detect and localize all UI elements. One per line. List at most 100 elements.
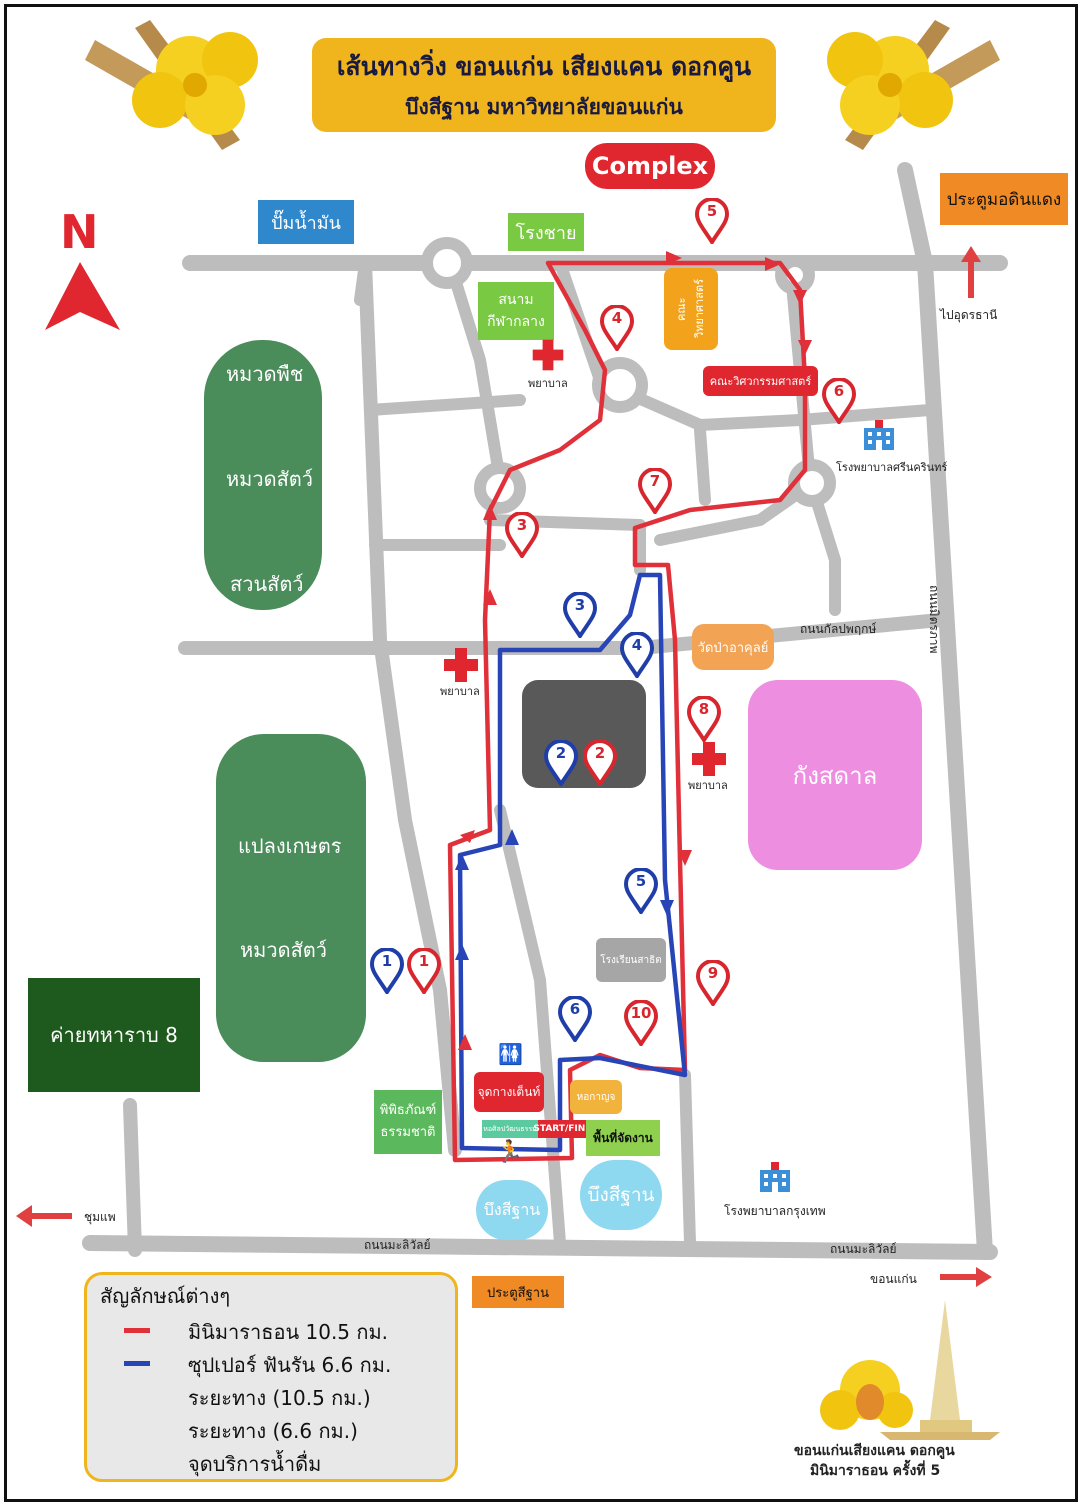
legend-item-label: ซุปเปอร์ ฟันรัน 6.6 กม. (188, 1353, 392, 1377)
legend-item-label: ระยะทาง (6.6 กม.) (188, 1419, 358, 1443)
road-inner-5 (614, 384, 936, 431)
legend-item-label: จุดบริการน้ำดื่ม (188, 1452, 322, 1476)
marker-number: 2 (555, 744, 567, 762)
marker-number: 6 (833, 382, 845, 400)
bueng-si-than-2-label: บึงสีฐาน (580, 1160, 662, 1230)
red-distance-marker: 1 (407, 948, 441, 994)
legend-title: สัญลักษณ์ต่างๆ (100, 1284, 231, 1308)
science-faculty-text: คณะวิทยาศาสตร์ (675, 279, 706, 339)
marker-number: 9 (707, 964, 719, 982)
marker-number: 3 (516, 516, 528, 534)
road-inner-7 (364, 394, 526, 416)
first-aid-icon (444, 648, 478, 682)
khon-kaen-label: ขอนแก่น (870, 1272, 917, 1286)
water-cup-icon (697, 810, 719, 838)
water-cup-icon (496, 346, 518, 374)
tent-label: จุดกางเต็นท์ (474, 1072, 544, 1112)
museum-text: พิพิธภัณฑ์ ธรรมชาติ (379, 1103, 437, 1140)
boys-school-label: โรงชาย (508, 213, 584, 251)
road-camp (123, 1098, 142, 1257)
water-cup-icon (512, 746, 534, 774)
road-bottom (82, 1235, 998, 1260)
nurse-label-right: พยาบาล (688, 779, 728, 792)
gas-station-label: ปั๊มน้ำมัน (258, 200, 354, 244)
legend-line-swatch (124, 1328, 150, 1333)
complex-badge: Complex (585, 143, 715, 189)
plant-zone-label: หมวดพืช (226, 362, 304, 386)
marker-number: 10 (630, 1004, 652, 1022)
title-line-1: เส้นทางวิ่ง ขอนแก่น เสียงแคน ดอกคูน (336, 51, 752, 81)
marker-number: 4 (631, 636, 643, 654)
title-banner: เส้นทางวิ่ง ขอนแก่น เสียงแคน ดอกคูน บึงส… (312, 38, 776, 132)
red-distance-marker: 4 (600, 305, 634, 351)
road-right-main (897, 162, 993, 1260)
red-distance-marker: 7 (638, 468, 672, 514)
blue-distance-marker: 1 (370, 948, 404, 994)
road-inner-11 (694, 424, 711, 506)
event-logo-line-1: ขอนแก่นเสียงแคน ดอกคูน (794, 1443, 955, 1459)
marker-number: 3 (574, 596, 586, 614)
red-distance-marker: 10 (624, 1000, 658, 1046)
blue-distance-marker: 4 (620, 632, 654, 678)
chumphae-label: ชุมแพ (84, 1210, 116, 1224)
hall-label: หอกาญจ (570, 1080, 622, 1114)
blue-distance-marker: 6 (558, 996, 592, 1042)
zoo-label: สวนสัตว์ (230, 572, 304, 596)
marker-number: 7 (649, 472, 661, 490)
toilet-icon: 🚻 (498, 1042, 523, 1066)
legend-panel (84, 1272, 458, 1482)
red-distance-marker: 9 (696, 960, 730, 1006)
animal-zone-1-label: หมวดสัตว์ (226, 467, 314, 491)
start-finish-label: START/FINISH (533, 1120, 603, 1138)
science-faculty-label: คณะวิทยาศาสตร์ (664, 268, 718, 350)
mittraphap-road-label: ถนนมิตรภาพ (927, 585, 941, 654)
first-aid-icon (532, 339, 564, 371)
plant-zoo-park (204, 340, 322, 610)
stadium-text: สนาม กีฬากลาง (487, 292, 545, 330)
road-inner-4 (784, 257, 841, 616)
legend-item-label: มินิมาราธอน 10.5 กม. (188, 1320, 389, 1344)
marker-number: 5 (706, 202, 718, 220)
road-inner-9 (494, 804, 566, 1249)
legend-line-swatch (124, 1361, 150, 1366)
marker-number: 8 (698, 700, 710, 718)
red-distance-marker: 3 (505, 512, 539, 558)
runner-icon: 🏃 (496, 1140, 524, 1165)
art-hall-label: หอศิลปวัฒนธรรม (482, 1120, 538, 1138)
bangkok-hospital-label: โรงพยาบาลกรุงเทพ (724, 1204, 826, 1218)
hospital-building-icon (864, 420, 894, 450)
wat-label: วัดป่าอาคุลย์ (692, 624, 774, 670)
event-area-label: พื้นที่จัดงาน (586, 1120, 660, 1156)
event-logo-line-2: มินิมาราธอน ครั้งที่ 5 (810, 1463, 941, 1479)
red-distance-marker: 8 (687, 696, 721, 742)
marker-number: 5 (635, 872, 647, 890)
red-distance-marker: 2 (583, 740, 617, 786)
red-distance-marker: 5 (695, 198, 729, 244)
museum-label: พิพิธภัณฑ์ ธรรมชาติ (374, 1090, 442, 1154)
animal-zone-2-label: หมวดสัตว์ (240, 938, 328, 962)
si-than-gate-label: ประตูสีฐาน (472, 1276, 564, 1308)
demo-school-label: โรงเรียนสาธิต (596, 938, 666, 982)
camp-label: ค่ายทหาราบ 8 (28, 978, 200, 1092)
to-udon-label: ไปอุดรธานี (940, 308, 998, 322)
north-arrow (45, 262, 120, 330)
first-aid-icon (692, 742, 726, 776)
blue-route (457, 572, 688, 1153)
nurse-label-left: พยาบาล (440, 685, 480, 698)
blue-distance-marker: 2 (544, 740, 578, 786)
marker-number: 4 (611, 309, 623, 327)
kangsadan-area: กังสดาล (748, 680, 922, 870)
map-frame (4, 4, 1078, 1502)
blue-distance-marker: 3 (563, 592, 597, 638)
farm-label: แปลงเกษตร (238, 834, 342, 858)
engineering-faculty-label: คณะวิศวกรรมศาสตร์ (703, 366, 818, 396)
maliwan-road-right-label: ถนนมะลิวัลย์ (830, 1242, 897, 1256)
blue-distance-marker: 5 (624, 868, 658, 914)
stadium-label: สนาม กีฬากลาง (478, 282, 554, 340)
legend-item-label: ระยะทาง (10.5 กม.) (188, 1386, 371, 1410)
marker-number: 1 (418, 952, 430, 970)
compass-n-label: N (60, 205, 99, 259)
red-gate-label: ประตูมอดินแดง (940, 173, 1068, 225)
